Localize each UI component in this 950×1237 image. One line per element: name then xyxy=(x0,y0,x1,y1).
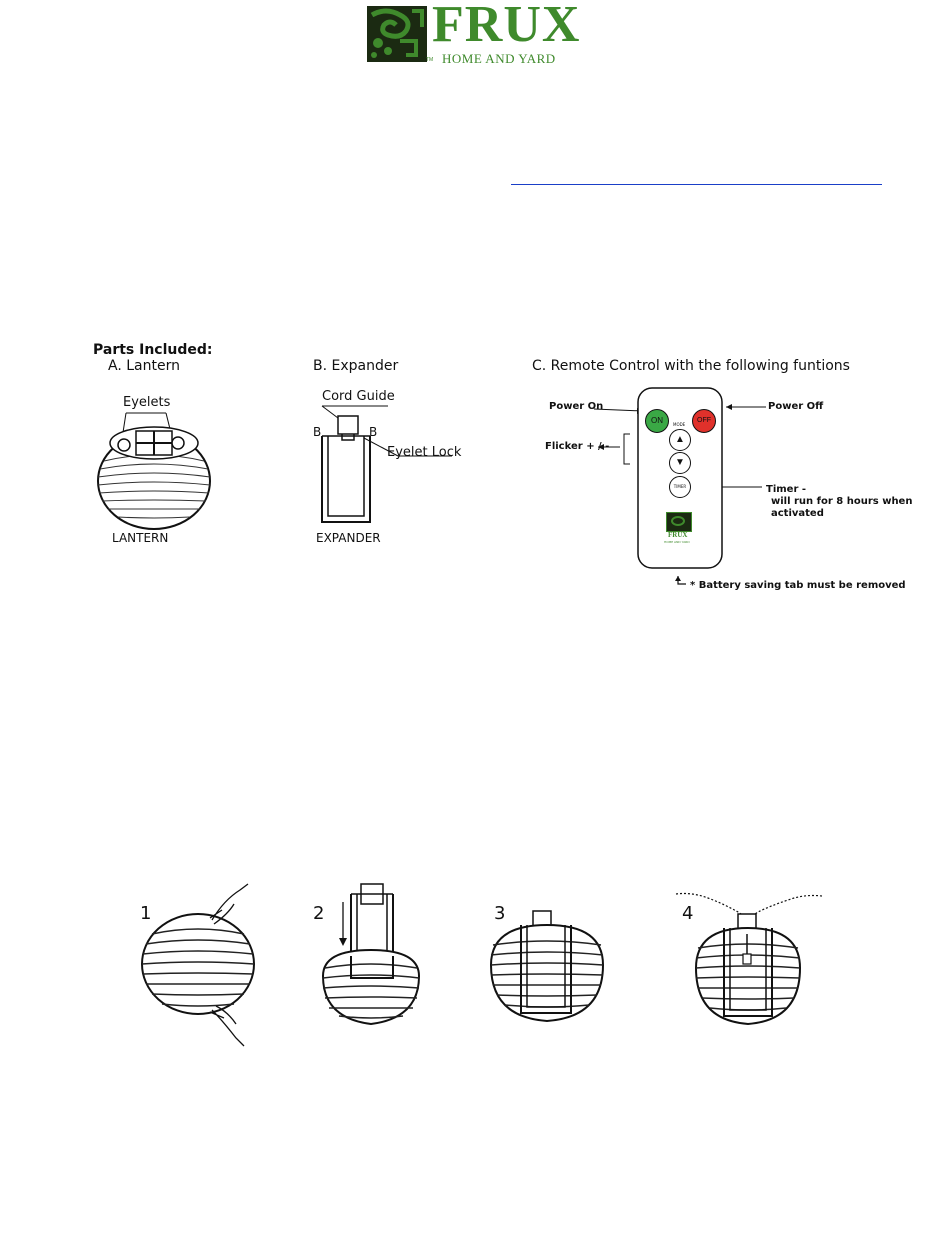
step-3-number: 3 xyxy=(494,903,506,924)
step-2-number: 2 xyxy=(313,903,325,924)
lantern-caption: LANTERN xyxy=(112,531,169,545)
power-off-label: Power Off xyxy=(768,401,824,412)
parts-heading: Parts Included: xyxy=(93,342,213,358)
expander-title: B. Expander xyxy=(313,358,399,374)
step-4-illustration xyxy=(675,892,823,1026)
brand-tm: TM xyxy=(426,57,434,63)
link-underline[interactable] xyxy=(511,184,882,185)
lantern-diagram xyxy=(97,412,211,530)
remote-logo-icon xyxy=(666,512,692,532)
step-1-number: 1 xyxy=(140,903,152,924)
battery-note: * Battery saving tab must be removed xyxy=(690,580,906,591)
remote-off-label: OFF xyxy=(697,417,711,424)
down-arrow-icon: ▼ xyxy=(675,457,685,468)
step-3-illustration xyxy=(489,910,605,1023)
flicker-label: Flicker + / - xyxy=(545,441,610,452)
remote-down-button[interactable]: ▼ xyxy=(669,452,691,474)
remote-title: C. Remote Control with the following fun… xyxy=(532,358,850,374)
expander-caption: EXPANDER xyxy=(316,531,381,545)
remote-logo-sub: HOME AND YARD xyxy=(664,540,690,544)
remote-on-label: ON xyxy=(651,416,663,425)
step-2-illustration xyxy=(321,883,421,1026)
brand-name: FRUX xyxy=(432,0,581,53)
timer-desc-1: will run for 8 hours when xyxy=(771,496,913,507)
eyelets-label: Eyelets xyxy=(123,395,171,410)
remote-diagram xyxy=(593,387,766,585)
brand-logo: FRUX TM HOME AND YARD xyxy=(366,0,586,67)
timer-label: Timer - xyxy=(766,484,807,495)
lantern-title: A. Lantern xyxy=(108,358,180,374)
remote-mode-label: MODE xyxy=(673,422,686,427)
expander-b-right: B xyxy=(369,425,378,439)
step-4-number: 4 xyxy=(682,903,694,924)
power-on-label: Power On xyxy=(549,401,604,412)
step-1-illustration xyxy=(141,883,255,1047)
expander-diagram xyxy=(321,405,452,523)
expander-b-left: B xyxy=(313,425,322,439)
remote-timer-label: TIMER xyxy=(673,484,687,489)
timer-desc-2: activated xyxy=(771,508,824,519)
frux-emblem-icon xyxy=(367,6,427,62)
remote-up-button[interactable]: ▲ xyxy=(669,429,691,451)
up-arrow-icon: ▲ xyxy=(675,434,685,445)
remote-off-button[interactable]: OFF xyxy=(692,409,716,433)
remote-logo-text: FRUX xyxy=(668,531,688,539)
remote-timer-button[interactable]: TIMER xyxy=(669,476,691,498)
remote-on-button[interactable]: ON xyxy=(645,409,669,433)
brand-tagline: HOME AND YARD xyxy=(442,51,556,66)
cord-guide-label: Cord Guide xyxy=(322,389,395,404)
